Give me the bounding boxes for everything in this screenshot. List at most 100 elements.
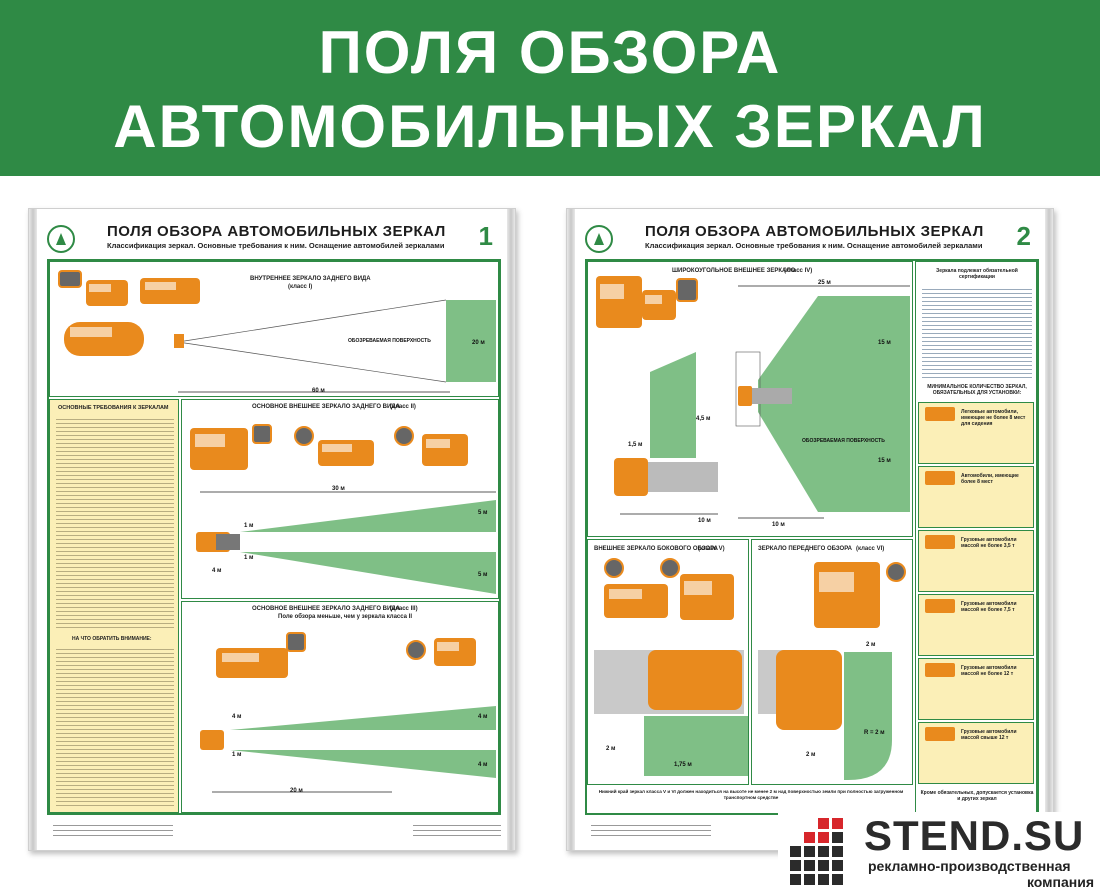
- main-mirror-caption: ОСНОВНОЕ ВНЕШНЕЕ ЗЕРКАЛО ЗАДНЕГО ВИДА: [252, 404, 400, 410]
- dim-4m: 4 м: [212, 568, 222, 574]
- poster-1: ПОЛЯ ОБЗОРА АВТОМОБИЛЬНЫХ ЗЕРКАЛ Классиф…: [28, 208, 516, 851]
- observed-surface-label: ОБОЗРЕВАЕМАЯ ПОВЕРХНОСТЬ: [802, 438, 885, 444]
- vehicle-car: [422, 434, 468, 466]
- truck-icon: [925, 535, 955, 549]
- truck-front: [596, 276, 642, 328]
- poster-rail-right: [1045, 209, 1053, 850]
- emblem-icon: [47, 225, 75, 253]
- truck-front: [814, 562, 880, 628]
- vehicle-truck: [216, 648, 288, 678]
- dim-10m-b: 10 м: [772, 522, 785, 528]
- emblem-icon: [585, 225, 613, 253]
- poster-2-header: ПОЛЯ ОБЗОРА АВТОМОБИЛЬНЫХ ЗЕРКАЛ Классиф…: [585, 219, 1035, 259]
- poster-2: ПОЛЯ ОБЗОРА АВТОМОБИЛЬНЫХ ЗЕРКАЛ Классиф…: [566, 208, 1054, 851]
- poster-1-subtitle: Классификация зеркал. Основные требовани…: [107, 241, 445, 250]
- vehicle-row-3: Грузовые автомобили массой не более 3,5 …: [918, 530, 1034, 592]
- brand-block: STEND.SU рекламно-производственная компа…: [778, 812, 1100, 890]
- front-mirror-field-diagram: [758, 650, 892, 780]
- side-mirror-class: (класс V): [698, 546, 725, 552]
- car-topview: [64, 322, 144, 356]
- dim-5m-lower: 5 м: [478, 572, 488, 578]
- brand-logo-grid: [782, 818, 854, 885]
- requirements-panel: ОСНОВНЫЕ ТРЕБОВАНИЯ К ЗЕРКАЛАМ НА ЧТО ОБ…: [49, 399, 179, 813]
- title-banner: ПОЛЯ ОБЗОРА АВТОМОБИЛЬНЫХ ЗЕРКАЛ: [0, 0, 1100, 176]
- dim-r2m: R = 2 м: [864, 730, 885, 736]
- wide-mirror-field-diagram: [614, 285, 910, 519]
- interior-field-area: [446, 300, 496, 382]
- vehicle-row-1: Легковые автомобили, имеющие не более 8 …: [918, 402, 1034, 464]
- small-field-lower: [230, 750, 496, 778]
- vehicle-row-3-label: Грузовые автомобили массой не более 3,5 …: [961, 537, 1017, 549]
- mirror-icon: [58, 270, 82, 288]
- vehicle-topview-large: [614, 458, 648, 496]
- min-mirrors-heading: МИНИМАЛЬНОЕ КОЛИЧЕСТВО ЗЕРКАЛ, ОБЯЗАТЕЛЬ…: [927, 384, 1027, 396]
- poster-rail-right: [507, 209, 515, 850]
- mirror-icon: [660, 558, 680, 578]
- bus-icon: [925, 471, 955, 485]
- brand-tagline: рекламно-производственная: [868, 858, 1071, 874]
- small-field-upper: [230, 706, 496, 730]
- dim-45m: 4,5 м: [696, 416, 711, 422]
- truck-icon: [925, 663, 955, 677]
- dim-2m: 2 м: [606, 746, 616, 752]
- vehicle-row-2-label: Автомобили, имеющие более 8 мест: [961, 473, 1019, 485]
- vehicle-row-5-label: Грузовые автомобили массой не более 12 т: [961, 665, 1017, 677]
- truck-front: [190, 428, 248, 470]
- mirror-icon: [676, 278, 698, 302]
- front-field-area: [844, 652, 892, 780]
- banner-title-line2: АВТОМОБИЛЬНЫХ ЗЕРКАЛ: [113, 93, 987, 160]
- mirror-icon: [252, 424, 272, 444]
- poster-1-header: ПОЛЯ ОБЗОРА АВТОМОБИЛЬНЫХ ЗЕРКАЛ Классиф…: [47, 219, 497, 259]
- attention-heading: НА ЧТО ОБРАТИТЬ ВНИМАНИЕ:: [72, 636, 152, 642]
- small-mirror-caption: ОСНОВНОЕ ВНЕШНЕЕ ЗЕРКАЛО ЗАДНЕГО ВИДА: [252, 606, 400, 612]
- poster-1-frame: ВНУТРЕННЕЕ ЗЕРКАЛО ЗАДНЕГО ВИДА (класс I…: [47, 259, 501, 815]
- dim-60m: 60 м: [312, 388, 325, 394]
- dim-15m-small: 1,5 м: [628, 442, 643, 448]
- dim-20m-b: 20 м: [290, 788, 303, 794]
- poster-2-footer-left: [591, 821, 711, 837]
- side-field-area: [644, 716, 748, 776]
- mirror-icon: [286, 632, 306, 652]
- bottom-note: Нижний край зеркал класса V и VI должен …: [598, 789, 904, 800]
- front-mirror-class: (класс VI): [856, 546, 885, 552]
- vehicle-row-6: Грузовые автомобили массой свыше 12 т: [918, 722, 1034, 784]
- poster-2-title: ПОЛЯ ОБЗОРА АВТОМОБИЛЬНЫХ ЗЕРКАЛ: [645, 223, 984, 240]
- small-mirror-field-diagram: [200, 706, 496, 793]
- side-mirror-field-diagram: [594, 650, 748, 776]
- section-wide-mirror: ШИРОКОУГОЛЬНОЕ ВНЕШНЕЕ ЗЕРКАЛО (класс IV…: [587, 261, 913, 537]
- vehicle-row-4: Грузовые автомобили массой не более 7,5 …: [918, 594, 1034, 656]
- truck-icon: [925, 599, 955, 613]
- vehicle-van: [86, 280, 128, 306]
- vehicle-truck: [140, 278, 200, 304]
- vehicle-topview: [738, 386, 752, 406]
- dim-4m-right-upper: 4 м: [478, 714, 488, 720]
- vehicle-topview: [648, 650, 742, 710]
- section-side-mirror: ВНЕШНЕЕ ЗЕРКАЛО БОКОВОГО ОБЗОРА (класс V…: [587, 539, 749, 785]
- dim-15m-b: 15 м: [878, 458, 891, 464]
- section-interior-mirror: ВНУТРЕННЕЕ ЗЕРКАЛО ЗАДНЕГО ВИДА (класс I…: [49, 261, 499, 397]
- wide-mirror-class: (класс IV): [784, 268, 813, 274]
- poster-1-title: ПОЛЯ ОБЗОРА АВТОМОБИЛЬНЫХ ЗЕРКАЛ: [107, 223, 446, 240]
- poster-rail-left: [567, 209, 575, 850]
- certification-panel: Зеркала подлежат обязательной сертификац…: [915, 261, 1037, 813]
- dim-25m: 25 м: [818, 280, 831, 286]
- vehicle-row-5: Грузовые автомобили массой не более 12 т: [918, 658, 1034, 720]
- mirror-icon: [886, 562, 906, 582]
- vehicle-car: [434, 638, 476, 666]
- poster-1-footer-right: [413, 821, 501, 837]
- poster-rail-left: [29, 209, 37, 850]
- small-mirror-note: Поле обзора меньше, чем у зеркала класса…: [278, 614, 413, 620]
- vehicle-row-2: Автомобили, имеющие более 8 мест: [918, 466, 1034, 528]
- vehicle-row-6-label: Грузовые автомобили массой свыше 12 т: [961, 729, 1017, 741]
- requirements-text: [56, 416, 174, 628]
- inner-mirror-class: (класс I): [288, 284, 313, 290]
- dim-15m: 15 м: [878, 340, 891, 346]
- vehicle-topview: [776, 650, 842, 730]
- right-footer: Кроме обязательных, допускается установк…: [920, 790, 1034, 802]
- vehicle-row-4-label: Грузовые автомобили массой не более 7,5 …: [961, 601, 1017, 613]
- wide-field-left: [650, 352, 696, 458]
- banner-title-line1: ПОЛЯ ОБЗОРА: [318, 19, 782, 86]
- poster-1-number: 1: [478, 221, 493, 251]
- truck-side: [642, 290, 676, 320]
